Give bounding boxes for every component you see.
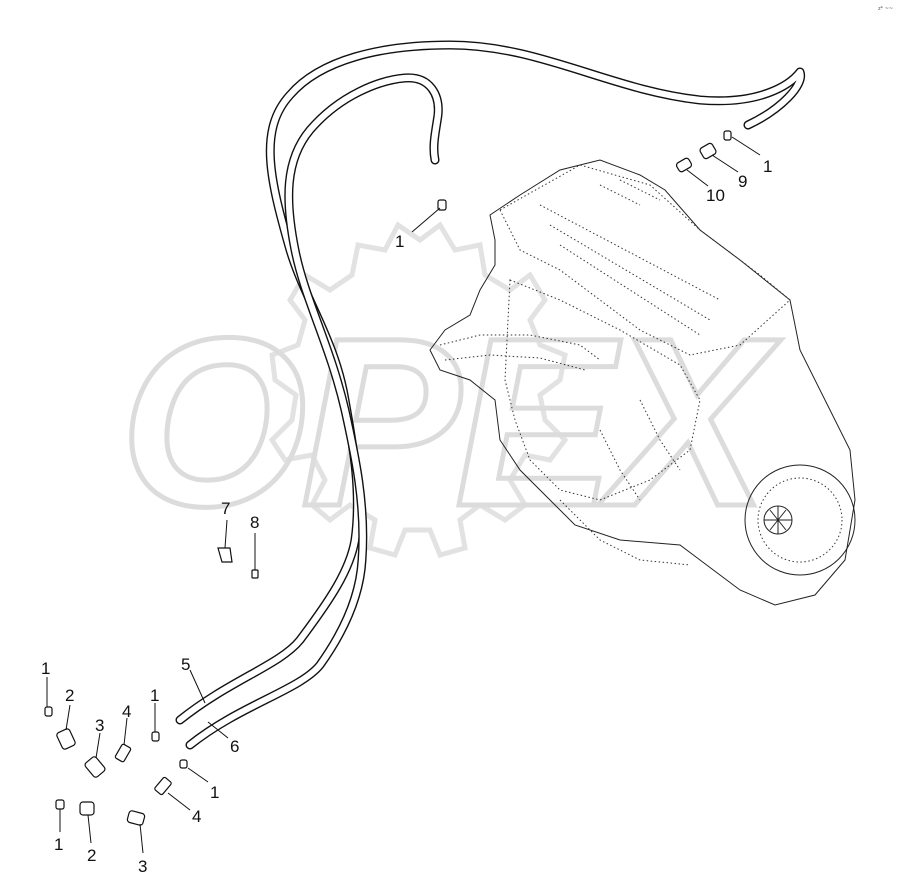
callouts: 1 9 10 1 7 8 5 6 1 2 3 4 1 1 4 1 2 3 bbox=[41, 157, 772, 876]
watermark-text: OPEX bbox=[120, 288, 782, 556]
parts bbox=[44, 130, 732, 826]
callout-5: 5 bbox=[181, 655, 190, 674]
engine-block-detail bbox=[504, 279, 701, 501]
fitting-4 bbox=[114, 743, 132, 763]
fitting-10 bbox=[675, 157, 693, 173]
callout-1: 1 bbox=[150, 686, 159, 705]
callout-1: 1 bbox=[395, 232, 404, 251]
watermark-gear-icon bbox=[268, 221, 569, 559]
flywheel-ring bbox=[757, 477, 843, 563]
callout-1: 1 bbox=[210, 783, 219, 802]
leader-lines bbox=[46, 136, 761, 854]
callout-3: 3 bbox=[95, 716, 104, 735]
engine-outline bbox=[429, 159, 856, 606]
flywheel-hub-teeth bbox=[764, 506, 792, 534]
bracket-7 bbox=[217, 547, 233, 563]
clamp-part bbox=[151, 731, 160, 742]
fitting-9 bbox=[699, 142, 717, 160]
engine-assembly bbox=[429, 159, 856, 606]
callout-1: 1 bbox=[41, 659, 50, 678]
fitting-2 bbox=[79, 801, 95, 816]
fitting-4 bbox=[154, 776, 172, 796]
clamp-part bbox=[55, 799, 65, 810]
elbow-3 bbox=[84, 756, 106, 778]
fitting-2 bbox=[56, 728, 76, 750]
clamp-part bbox=[437, 199, 447, 211]
clamp-part bbox=[723, 130, 732, 141]
callout-6: 6 bbox=[230, 737, 239, 756]
callout-8: 8 bbox=[250, 513, 259, 532]
engine-cover bbox=[499, 164, 791, 356]
callout-1: 1 bbox=[763, 157, 772, 176]
flywheel bbox=[744, 464, 856, 576]
bolt-8 bbox=[251, 569, 259, 579]
callout-4: 4 bbox=[192, 807, 201, 826]
watermark: OPEX bbox=[118, 221, 790, 559]
callout-7: 7 bbox=[221, 499, 230, 518]
callout-2: 2 bbox=[87, 846, 96, 865]
callout-1: 1 bbox=[54, 835, 63, 854]
callout-10: 10 bbox=[706, 186, 725, 205]
valve-cover-ribs bbox=[539, 179, 721, 336]
engine-lower-detail bbox=[559, 399, 691, 566]
callout-2: 2 bbox=[65, 686, 74, 705]
clamp-part bbox=[44, 706, 53, 717]
callout-4: 4 bbox=[122, 702, 131, 721]
corner-mark: z* ~~ bbox=[878, 6, 893, 12]
elbow-3 bbox=[126, 810, 146, 826]
callout-9: 9 bbox=[738, 172, 747, 191]
clamp-part bbox=[179, 759, 188, 769]
callout-3: 3 bbox=[138, 857, 147, 876]
hoses bbox=[175, 40, 806, 750]
